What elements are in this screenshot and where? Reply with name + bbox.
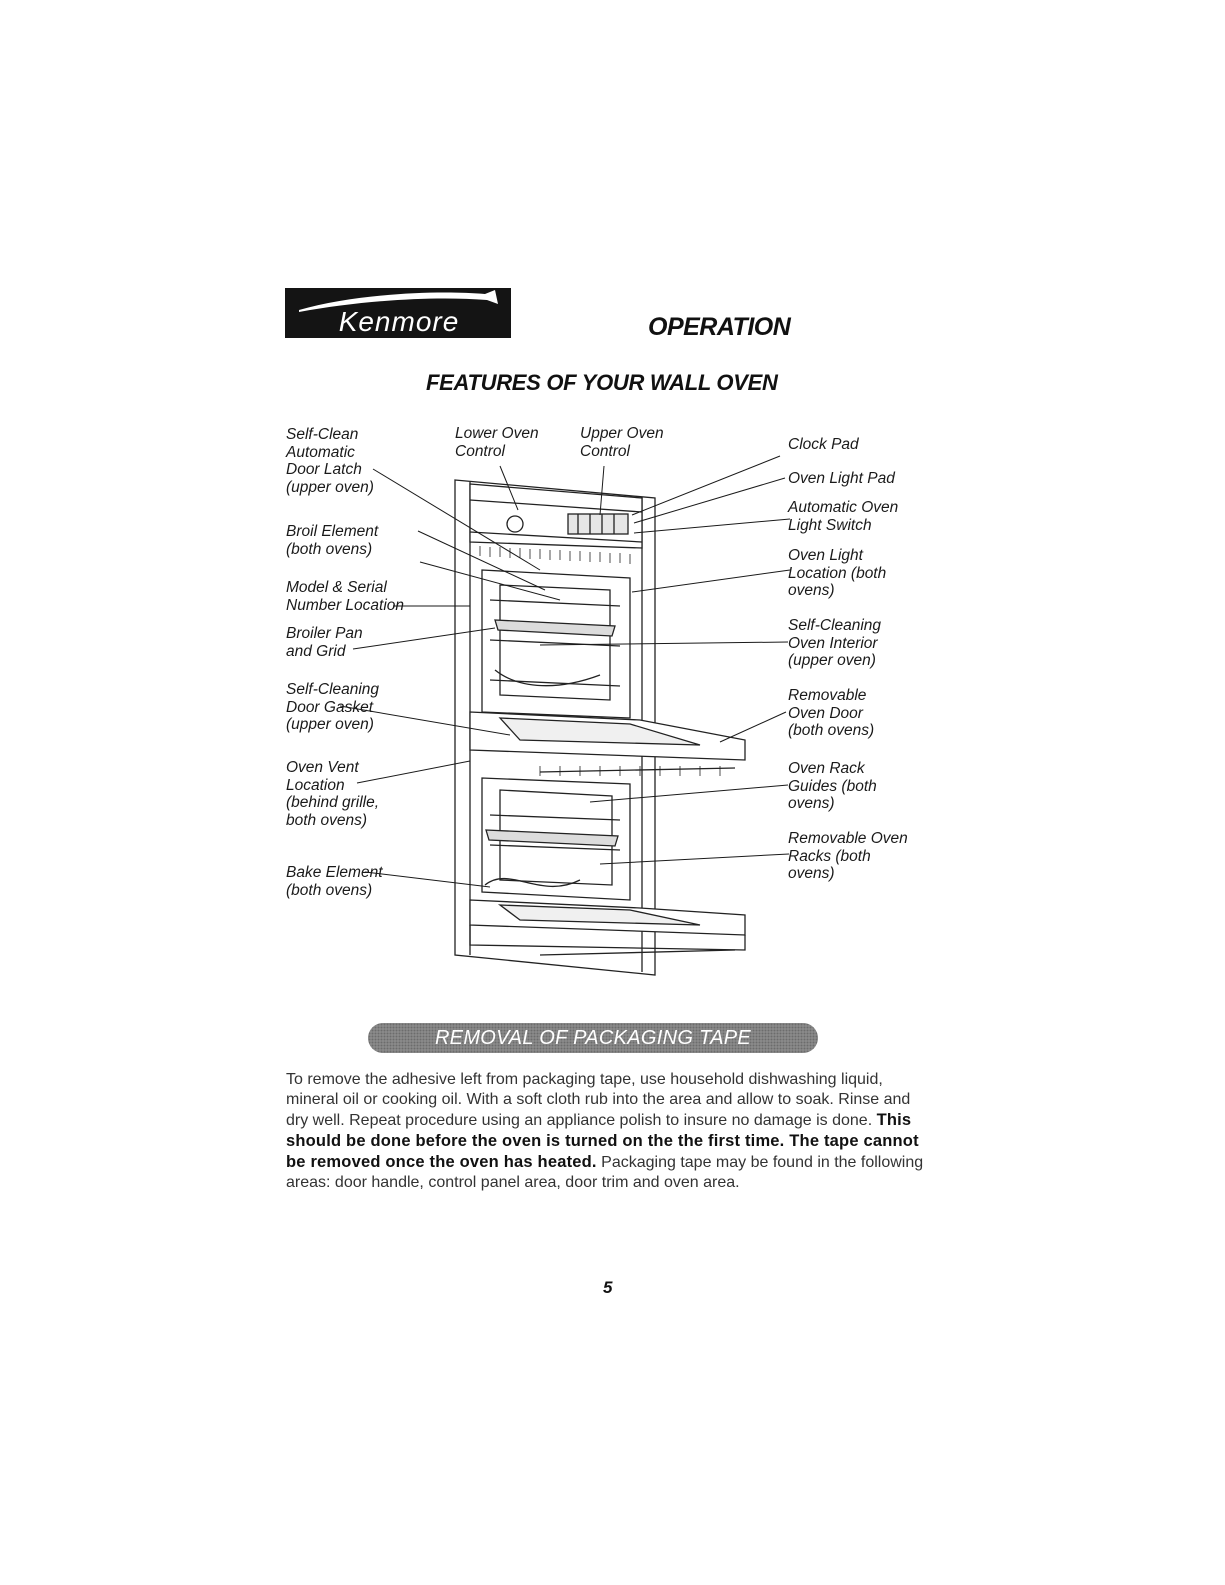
label-broil-element: Broil Element (both ovens)	[286, 523, 379, 558]
label-upper-oven-control: Upper Oven Control	[580, 425, 664, 460]
page-number: 5	[603, 1278, 613, 1297]
label-broiler-pan: Broiler Pan and Grid	[286, 625, 363, 660]
tape-instructions: To remove the adhesive left from packagi…	[286, 1070, 936, 1193]
page-heading: FEATURES OF YOUR WALL OVEN	[426, 370, 778, 395]
label-self-clean-door-latch: Self-Clean Automatic Door Latch (upper o…	[286, 426, 374, 496]
label-removable-oven-door: Removable Oven Door (both ovens)	[788, 687, 875, 739]
label-automatic-light-switch: Automatic Oven Light Switch	[788, 499, 899, 534]
label-oven-rack-guides: Oven Rack Guides (both ovens)	[788, 760, 877, 812]
label-lower-oven-control: Lower Oven Control	[455, 425, 539, 460]
label-self-cleaning-interior: Self-Cleaning Oven Interior (upper oven)	[788, 617, 882, 669]
label-model-serial-location: Model & Serial Number Location	[286, 579, 405, 614]
label-door-gasket: Self-Cleaning Door Gasket (upper oven)	[286, 681, 380, 733]
tape-text-warning: This should be done before the oven is t…	[286, 1111, 919, 1171]
label-removable-oven-racks: Removable Oven Racks (both ovens)	[788, 830, 908, 882]
tape-text-intro: To remove the adhesive left from packagi…	[286, 1071, 911, 1129]
label-clock-pad: Clock Pad	[788, 436, 859, 453]
label-oven-light-pad: Oven Light Pad	[788, 470, 895, 487]
label-oven-vent: Oven Vent Location (behind grille, both …	[286, 759, 380, 829]
brand-wordmark: Kenmore	[339, 306, 460, 337]
label-bake-element: Bake Element (both ovens)	[286, 864, 383, 899]
section-title: OPERATION	[648, 313, 791, 341]
tape-text-areas: Packaging tape may be found in the follo…	[286, 1154, 924, 1191]
kenmore-logo: Kenmore	[285, 288, 511, 338]
label-oven-light-location: Oven Light Location (both ovens)	[788, 547, 887, 599]
tape-section-banner: REMOVAL OF PACKAGING TAPE	[368, 1023, 818, 1053]
